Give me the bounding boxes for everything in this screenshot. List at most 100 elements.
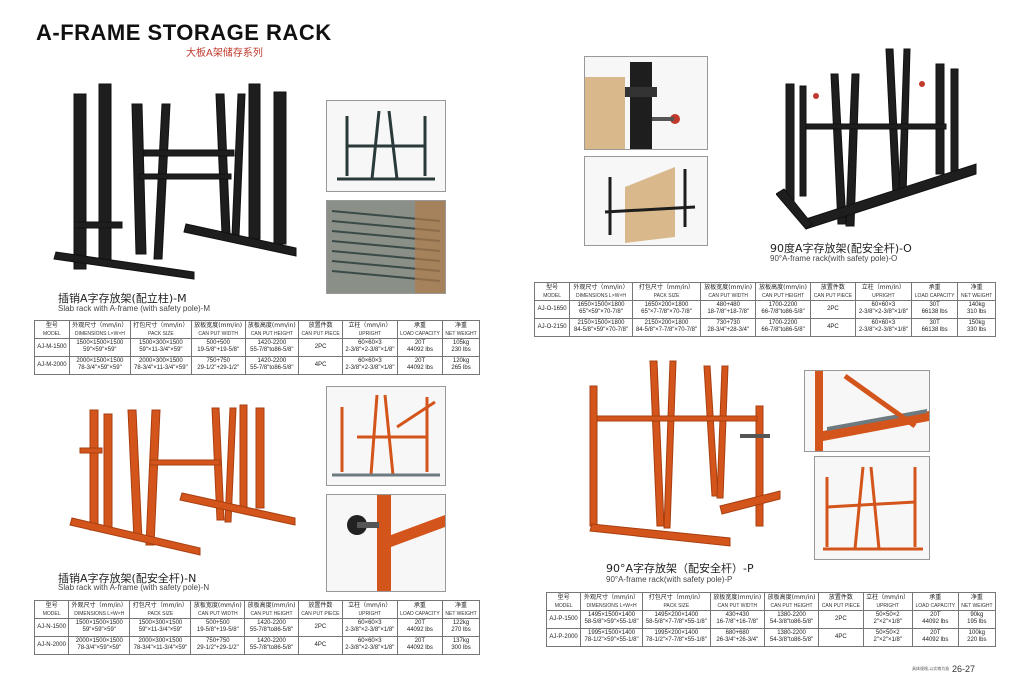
table-cell: 1495×1500×1400 58-5/8"×59"×55-1/8" [580, 609, 643, 629]
table-cell: 1500×1500×1500 59"×59"×59" [68, 617, 131, 637]
rack-o-post-photo [584, 56, 708, 150]
rack-m-main-image [53, 83, 297, 280]
table-cell: 120kg 265 lbs [442, 355, 480, 375]
table-cell: 750+750 29-1/2"+29-1/2" [190, 635, 246, 655]
table-cell: 680+680 26-3/4"+26-3/4" [709, 627, 765, 647]
table-cell: 20T 44092 lbs [396, 635, 444, 655]
table-cell: 1700-2200 66-7/8"to86-5/8" [755, 317, 811, 337]
table-cell: AJ-P-2000 [545, 627, 582, 647]
rack-p-side-photo [814, 456, 930, 560]
table-cell: 1650×1500×1800 65"×59"×70-7/8" [569, 299, 633, 319]
table-cell: 1500×1500×1500 59"×59"×59" [68, 337, 131, 357]
table-cell: 2000×300×1500 78-3/4"×11-3/4"×59" [129, 355, 192, 375]
col-height: 放板高度(mm/in)CAN PUT HEIGHT [244, 320, 300, 339]
table-cell: 1380-2200 54-3/8"to86-5/8" [763, 609, 820, 629]
col-width: 放板宽度(mm/in)CAN PUT WIDTH [700, 282, 757, 301]
table-cell: 1380-2200 54-3/8"to86-5/8" [763, 627, 820, 647]
table-cell: 1650×200×1800 65"×7-7/8"×70-7/8" [631, 299, 702, 319]
table-cell: 1995×200×1400 78-1/2"×7-7/8"×55-1/8" [641, 627, 711, 647]
col-upright: 立柱（mm/in）UPRIGHT [862, 592, 913, 611]
rack-m-stack-photo [326, 200, 446, 294]
table-cell: 60×60×3 2-3/8"×2-3/8"×1/8" [854, 299, 912, 319]
table-cell: 500+500 19-5/8"+19-5/8" [190, 337, 246, 357]
table-cell: AJ-M-2000 [34, 355, 70, 375]
col-upright: 立柱（mm/in）UPRIGHT [342, 320, 398, 339]
table-cell: 60×60×3 2-3/8"×2-3/8"×1/8" [342, 355, 398, 375]
table-cell: 100kg 220 lbs [957, 627, 997, 647]
rack-p-main-image [589, 360, 781, 547]
rack-o-main-image [776, 48, 977, 230]
footer-note: 具体规格,以实物为准 [912, 666, 950, 671]
table-cell: AJ-M-1500 [34, 337, 70, 357]
table-cell: 1420-2200 55-7/8"to86-5/8" [244, 635, 299, 655]
table-cell: 60×60×3 2-3/8"×2-3/8"×1/8" [342, 337, 398, 357]
table-cell: 140kg 310 lbs [957, 299, 996, 319]
table-cell: AJ-N-1500 [33, 617, 70, 637]
table-cell: 430+430 16-7/8"+16-7/8" [709, 609, 765, 629]
col-height: 放板高度(mm/in)CAN PUT HEIGHT [755, 282, 811, 301]
section-m-title-cn: 插销A字存放架(配立柱)-M [58, 292, 187, 305]
table-cell: 4PC [297, 635, 343, 655]
table-cell: 20T 44092 lbs [396, 355, 444, 375]
rack-loaded-drawing [604, 167, 696, 243]
section-o-title-cn: 90度A字存放架(配安全杆)-O [770, 242, 912, 255]
table-cell: 730+730 28-3/4"+28-3/4" [700, 317, 757, 337]
table-cell: 2000×1500×1500 78-3/4"×59"×59" [68, 355, 131, 375]
table-cell: 2000×300×1500 78-3/4"×11-3/4"×59" [129, 635, 192, 655]
rack-n-main-image [69, 404, 296, 556]
rack-p-corner-photo [804, 370, 930, 452]
table-cell: AJ-O-2150 [533, 317, 571, 337]
table-cell: 1700-2200 66-7/8"to86-5/8" [755, 299, 811, 319]
table-cell: 20T 44092 lbs [396, 617, 444, 637]
col-height: 放板高度(mm/in)CAN PUT HEIGHT [244, 600, 299, 619]
table-cell: 4PC [809, 317, 856, 337]
table-cell: 1500×300×1500 59"×11-3/4"×59" [129, 617, 192, 637]
table-cell: 1500×300×1500 59"×11-3/4"×59" [129, 337, 192, 357]
section-p-title-en: 90°A-frame rack(with safety pole)-P [606, 575, 733, 584]
table-cell: 2150×200×1800 84-5/8"×7-7/8"×70-7/8" [631, 317, 702, 337]
table-cell: 20T 44092 lbs [911, 609, 959, 629]
rack-n-side-drawing [332, 394, 440, 477]
page-subtitle: 大板A架储存系列 [186, 48, 263, 59]
col-height: 放板高度(mm/in)CAN PUT HEIGHT [763, 592, 820, 611]
section-n-title-cn: 插销A字存放架(配安全杆)-N [58, 572, 197, 585]
col-width: 放板宽度(mm/in)CAN PUT WIDTH [709, 592, 765, 611]
col-upright: 立柱（mm/in）UPRIGHT [854, 282, 912, 301]
col-pack-size: 打包尺寸（mm/in）PACK SIZE [129, 320, 192, 339]
table-cell: 4PC [298, 355, 343, 375]
table-cell: 1420-2200 55-7/8"to86-5/8" [244, 355, 300, 375]
rack-n-side-photo [326, 386, 446, 486]
table-cell: 60×60×3 2-3/8"×2-3/8"×1/8" [341, 617, 398, 637]
col-width: 放板宽度(mm/in)CAN PUT WIDTH [190, 600, 246, 619]
col-dimensions: 外观尺寸（mm/in）DIMENSIONS L×W×H [580, 592, 643, 611]
table-cell: 480+480 18-7/8"+18-7/8" [700, 299, 757, 319]
rack-o-loaded-photo [584, 156, 708, 246]
table-cell: 500+500 19-5/8"+19-5/8" [190, 617, 246, 637]
table-cell: 1495×200×1400 58-5/8"×7-7/8"×55-1/8" [641, 609, 711, 629]
rack-p-side-drawing [823, 466, 923, 551]
table-cell: 2PC [298, 337, 343, 357]
table-cell: 4PC [818, 627, 864, 647]
stacked-racks-drawing [331, 201, 445, 293]
